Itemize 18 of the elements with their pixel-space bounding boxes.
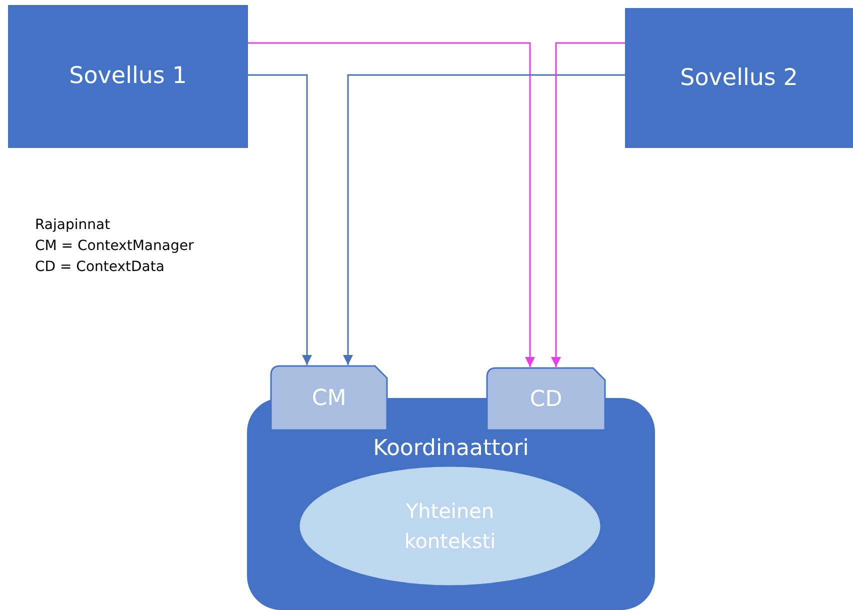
node-label: Sovellus 1 — [69, 62, 187, 92]
node-label: Yhteinen konteksti — [403, 498, 497, 555]
node-label: Koordinaattori — [373, 435, 529, 463]
arrow — [248, 74, 312, 365]
node-label: CM — [312, 384, 346, 412]
interface-tab — [486, 367, 606, 431]
arrow — [343, 74, 625, 365]
note-text: Rajapinnat — [35, 216, 112, 235]
context-ellipse — [298, 465, 602, 587]
arrow — [248, 42, 535, 367]
interface-tab — [270, 365, 388, 431]
application-box — [8, 5, 248, 148]
note-text: CM = ContextManager — [35, 237, 194, 256]
application-box — [625, 8, 853, 148]
arrow — [551, 42, 625, 367]
node-label: CD — [530, 386, 562, 414]
node-label: Sovellus 2 — [680, 64, 798, 93]
note-text: CD = ContextData — [35, 258, 166, 277]
